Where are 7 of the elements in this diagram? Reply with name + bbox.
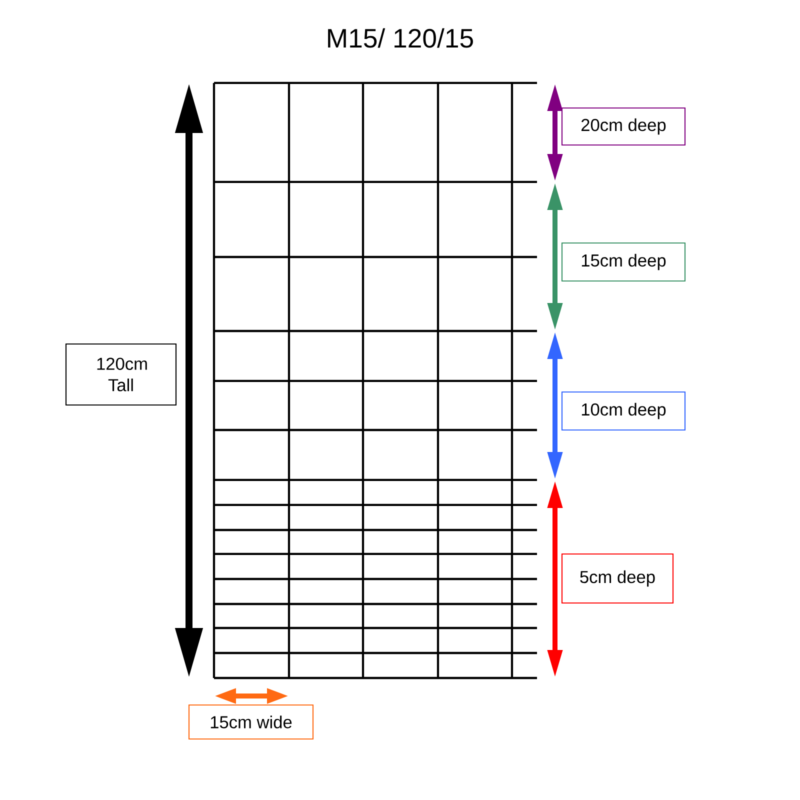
label-box: 20cm deep [561, 107, 686, 146]
label-box: 5cm deep [561, 553, 674, 604]
label-box: 120cm Tall [65, 343, 177, 406]
label-box: 15cm deep [561, 242, 686, 282]
label-box: 10cm deep [561, 391, 686, 431]
label-box: 15cm wide [188, 704, 314, 740]
title: M15/ 120/15 [328, 28, 473, 48]
